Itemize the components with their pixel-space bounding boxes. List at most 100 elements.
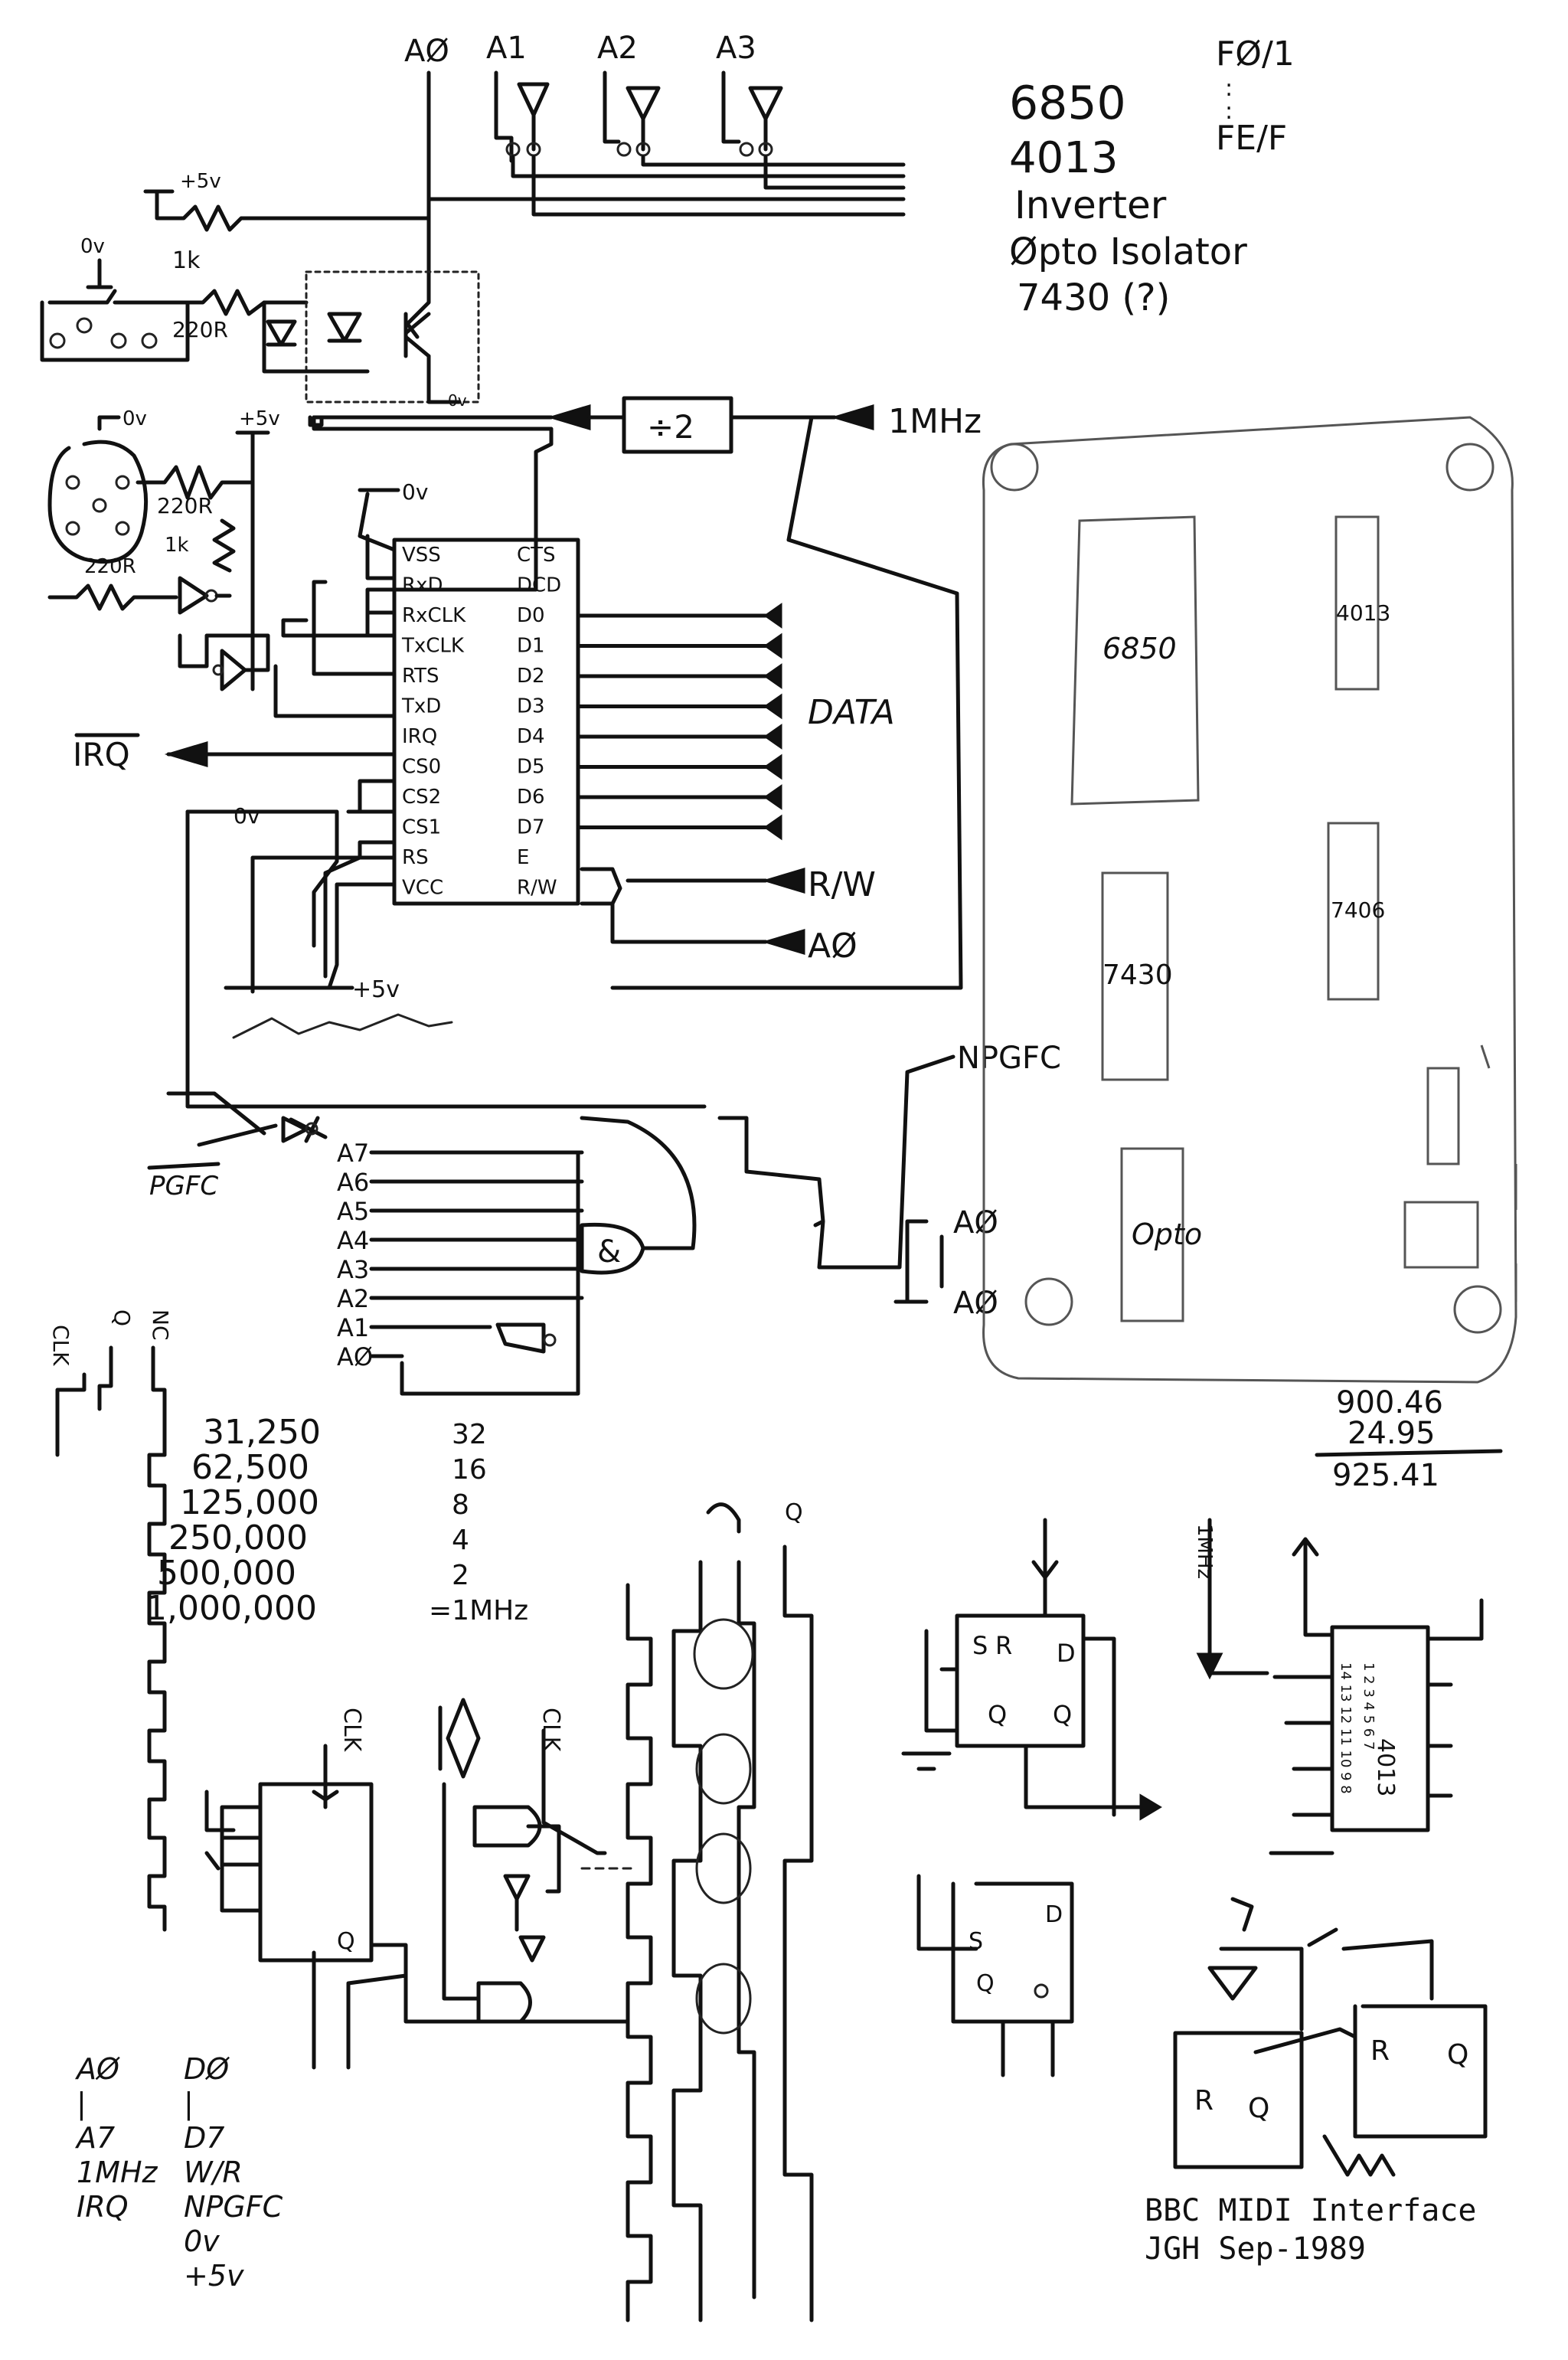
acia-pin-d1: D1 [517,635,545,658]
pcb-chip-7430: 7430 [1102,959,1173,991]
acia-pin-txd: TxD [401,695,441,718]
conn-right-2: D7 [184,2121,224,2155]
sr3-r: R [1194,2085,1214,2116]
sr-pins-top: 14 13 12 11 10 9 8 [1338,1662,1354,1794]
sr-s: S [972,1631,988,1660]
acia-6850: VSSRxDRxCLKTxCLKRTSTxDIRQCS0CS2CS1RSVCC … [73,415,895,1109]
data-bus-arrow-d0 [763,603,782,629]
timing-nc: NC [148,1309,173,1341]
acia-pin-irq: IRQ [402,725,437,748]
ff-q-a: Q [337,1928,355,1955]
acia-pin-rs: RS [402,846,429,869]
res-220r-a: 220R [172,317,228,342]
ripple-waveforms: Q [580,1499,814,2322]
addr-line-label-1: A6 [337,1168,369,1197]
zero-v-label-c: 0v [122,407,147,430]
sr2-q: Q [976,1970,995,1997]
baud-div-0: 32 [452,1419,487,1450]
a0-label: AØ [808,927,858,966]
data-bus-arrow-d3 [763,693,782,720]
plus5-label-c: +5v [352,976,400,1003]
zero-v-label-b: 0v [448,391,467,410]
part-7430: 7430 (?) [1017,276,1170,319]
rw-label: R/W [808,865,876,904]
conn-left-3: 1MHz [77,2156,158,2189]
pcb-chip-6850: 6850 [1102,632,1177,665]
plus5-label-b: +5v [239,407,280,430]
acia-pin-d0: D0 [517,604,545,627]
sum-a: 900.46 [1336,1385,1443,1420]
addr-line-label-2: A5 [337,1197,369,1226]
data-bus [576,603,782,841]
pgfc-label: PGFC [149,1171,218,1201]
sr-chip: 4013 [1372,1738,1399,1796]
acia-pin-rxclk: RxCLK [402,604,466,627]
pcb-chip-7406: 7406 [1331,897,1385,923]
baud-div-1: 16 [452,1454,487,1486]
data-bus-arrow-d5 [763,753,782,780]
parts-list: 6850 4013 Inverter Øpto Isolator 7430 (?… [1009,34,1295,319]
timing-q: Q [109,1309,135,1326]
sr4-q: Q [1447,2039,1468,2071]
data-bus-arrow-d4 [763,724,782,750]
caption-author: JGH Sep-1989 [1145,2231,1366,2267]
conn-right-4: NPGFC [184,2190,283,2224]
sr-r: R [995,1631,1012,1660]
part-4013: 4013 [1009,133,1119,183]
sr-q: Q [1053,1700,1072,1729]
res-1k-a: 1k [172,247,201,274]
npgfc-label: NPGFC [957,1041,1061,1076]
baud-rate-5: 1,000,000 [145,1589,317,1628]
sr3-q: Q [1248,2093,1269,2124]
sr-mhz: 1MHz [1193,1524,1216,1579]
data-bus-arrow-d7 [763,814,782,841]
zero-v-label-e: 0v [234,803,260,829]
input-label-a2: A2 [597,31,638,66]
divider-label: ÷2 [647,408,694,446]
ff-clk-a: CLK [338,1708,365,1753]
zero-v-label-d: 0v [402,479,428,505]
timing-clk: CLK [48,1325,74,1366]
acia-pin-rts: RTS [402,665,439,688]
conn-right-6: +5v [184,2259,244,2293]
flipflop-circuit: CLK CLK Q [220,1698,630,2070]
addr-line-label-4: A3 [337,1255,369,1284]
res-1k-b: 1k [165,534,189,557]
timing-diagram: CLK Q NC [48,1309,236,1932]
sum-b: 24.95 [1348,1416,1436,1451]
addr-line-label-5: A2 [337,1284,369,1313]
input-label-a1: A1 [486,31,527,66]
baud-div-4: 2 [452,1560,469,1591]
acia-pin-vcc: VCC [402,877,443,900]
acia-pin-rw: R/W [517,877,557,900]
acia-pin-e: E [517,846,529,869]
res-220r-c: 220R [84,555,136,578]
addr-dots-1: : [1225,75,1233,102]
acia-pin-d7: D7 [517,816,545,839]
sr-qbar: Q [988,1700,1007,1729]
part-6850: 6850 [1009,77,1126,130]
address-switch-block: AØ A1 A2 A3 [403,31,906,339]
acia-pin-d3: D3 [517,695,545,718]
opto-input-circuit: +5v 1k 0v 220R 0v [40,170,480,410]
acia-pin-d2: D2 [517,665,545,688]
conn-left-2: A7 [74,2121,115,2155]
sr-flipflop: S R D Q Q 1MHz 4013 14 13 12 11 10 9 8 1… [901,1518,1488,2177]
acia-pin-d6: D6 [517,786,545,809]
baud-rate-2: 125,000 [180,1483,319,1522]
part-inverter: Inverter [1014,183,1167,227]
acia-pin-txclk: TxCLK [401,635,465,658]
baud-rate-1: 62,500 [191,1448,309,1487]
data-label: DATA [808,693,895,732]
input-label-a0: AØ [404,34,449,69]
ff-clk-b: CLK [537,1708,564,1753]
sum-total: 925.41 [1332,1458,1439,1493]
baud-rate-0: 31,250 [203,1413,321,1452]
acia-pin-rxd: RxD [402,574,443,597]
acia-pin-d4: D4 [517,725,545,748]
pcb-layout: 6850 4013 7406 7430 Opto [982,416,1517,1384]
